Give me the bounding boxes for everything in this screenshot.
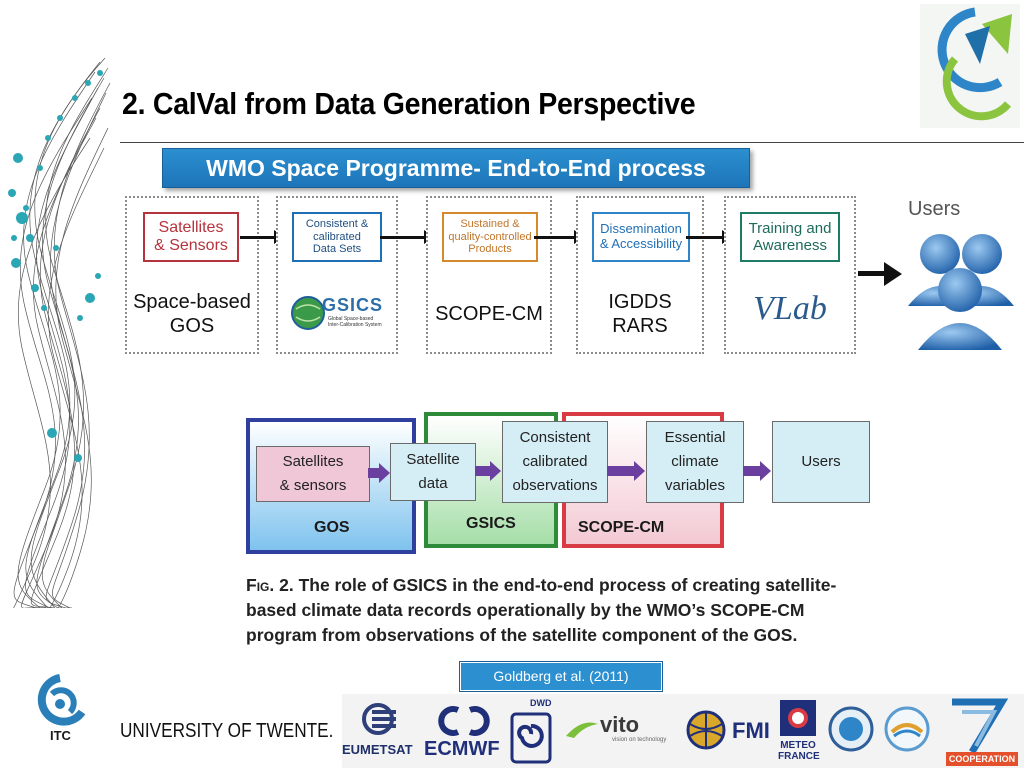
process-box-training: Training and Awareness	[740, 212, 840, 262]
caption-lead: Fig. 2.	[246, 575, 294, 595]
arrow-to-users	[858, 262, 902, 286]
vito-logo: vito	[600, 712, 640, 737]
title-divider	[120, 142, 1024, 143]
gsics-arrow-4	[743, 461, 771, 481]
globe-icon	[291, 296, 325, 330]
gsics-box-variables: Essential climate variables	[646, 421, 744, 503]
process-panel-gos: Satellites & Sensors Space-based GOS	[125, 196, 259, 354]
eumetsat-logo: EUMETSAT	[342, 742, 413, 757]
dwd-logo: DWD	[530, 698, 552, 708]
zone-label-scope-cm: SCOPE-CM	[578, 519, 665, 536]
caption-text: The role of GSICS in the end-to-end proc…	[246, 575, 837, 645]
vito-leaf-icon	[566, 722, 598, 738]
process-arrow-3	[534, 230, 585, 244]
fp7-logo-icon	[952, 698, 1009, 754]
process-label-igdds: IGDDS RARS	[608, 291, 672, 337]
process-arrow-1	[240, 230, 285, 244]
gsics-arrow-3	[607, 461, 645, 481]
process-box-products: Sustained & quality-controlled Products	[442, 212, 538, 262]
section-banner: WMO Space Programme- End-to-End process	[162, 148, 750, 188]
gsics-box-satellites: Satellites & sensors	[256, 446, 370, 502]
process-arrow-4	[686, 230, 733, 244]
agency-seal-icon	[828, 706, 874, 752]
cooperation-badge: COOPERATION	[946, 752, 1018, 766]
gsics-logo: GSICS Global Space-based Inter-Calibrati…	[288, 293, 386, 333]
ecmwf-logo-icon	[438, 706, 490, 736]
process-box-dissemination: Dissemination & Accessibility	[592, 212, 690, 262]
university-name: UNIVERSITY OF TWENTE.	[120, 720, 334, 742]
users-icon	[908, 234, 1014, 350]
users-label: Users	[908, 198, 961, 220]
process-panel-scope: Sustained & quality-controlled Products …	[426, 196, 552, 354]
figure-caption: Fig. 2. The role of GSICS in the end-to-…	[246, 573, 872, 648]
process-box-datasets: Consistent & calibrated Data Sets	[292, 212, 382, 262]
gsics-box-satellite-data: Satellite data	[390, 443, 476, 501]
ecmwf-logo: ECMWF	[424, 738, 500, 760]
gsics-arrow-2	[475, 461, 501, 481]
zone-label-gos: GOS	[314, 519, 350, 536]
citation-badge: Goldberg et al. (2011)	[460, 662, 662, 691]
process-box-satellites: Satellites & Sensors	[143, 212, 239, 262]
conference-logo	[920, 4, 1020, 128]
vlab-logo: VLab	[753, 290, 827, 327]
eumetsat-logo-icon	[362, 703, 396, 735]
meteo-france-logo: METEO FRANCE	[778, 740, 820, 762]
slide-title: 2. CalVal from Data Generation Perspecti…	[122, 86, 696, 121]
process-arrow-2	[380, 230, 435, 244]
itc-label: ITC	[50, 728, 71, 743]
gsics-box-observations: Consistent calibrated observations	[502, 421, 608, 503]
process-label-scope: SCOPE-CM	[435, 303, 543, 325]
decorative-network-art	[8, 57, 111, 608]
gsics-arrow-1	[368, 463, 390, 483]
agency-seal-icon-2	[884, 706, 930, 752]
partner-logos-strip: EUMETSAT ECMWF DWD vito vision on techno…	[342, 694, 1024, 768]
fmi-globe-icon	[686, 710, 726, 750]
process-panel-vlab: Training and Awareness VLab	[724, 196, 856, 354]
itc-logo-icon	[37, 674, 86, 726]
meteo-france-icon	[780, 700, 816, 736]
gsics-box-users: Users	[772, 421, 870, 503]
fmi-logo: FMI	[732, 718, 770, 743]
dwd-swirl-icon	[510, 712, 552, 764]
process-panel-gsics: Consistent & calibrated Data Sets GSICS …	[276, 196, 398, 354]
process-panel-igdds: Dissemination & Accessibility IGDDS RARS	[576, 196, 704, 354]
zone-label-gsics: GSICS	[466, 515, 516, 532]
process-label-gos: Space-based GOS	[133, 291, 251, 337]
vito-tagline: vision on technology	[612, 737, 667, 743]
